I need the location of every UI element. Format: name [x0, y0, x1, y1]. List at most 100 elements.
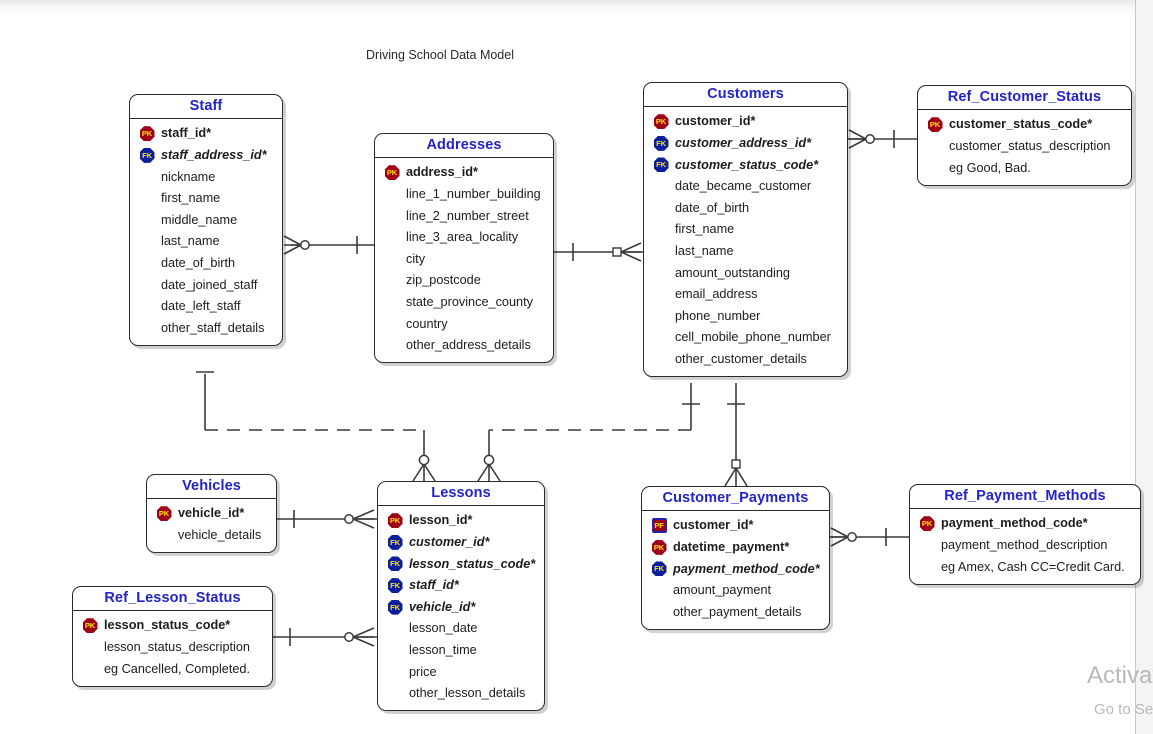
attribute-row: state_province_county — [381, 292, 547, 314]
no-key-spacer — [650, 330, 672, 346]
attribute-row: last_name — [650, 241, 841, 263]
primary-key-icon: PK — [384, 513, 406, 529]
no-key-spacer — [650, 265, 672, 281]
entity-title-ref_payment_methods: Ref_Payment_Methods — [910, 485, 1140, 509]
no-key-spacer — [650, 179, 672, 195]
no-key-spacer — [384, 686, 406, 702]
attribute-row: first_name — [136, 188, 276, 210]
no-key-spacer — [136, 234, 158, 250]
attribute-name: staff_id* — [409, 578, 459, 593]
attribute-row: line_2_number_street — [381, 205, 547, 227]
attribute-row: amount_payment — [648, 580, 823, 602]
no-key-spacer — [381, 208, 403, 224]
attribute-row: first_name — [650, 219, 841, 241]
attribute-name: staff_id* — [161, 126, 212, 141]
connector-addresses-customers — [554, 242, 643, 262]
attribute-name: first_name — [675, 222, 735, 237]
no-key-spacer — [136, 212, 158, 228]
attribute-name: other_lesson_details — [409, 686, 526, 701]
attribute-name: vehicle_details — [178, 528, 262, 543]
no-key-spacer — [79, 661, 101, 677]
primary-key-icon: PK — [648, 539, 670, 555]
attribute-name: zip_postcode — [406, 273, 481, 288]
no-key-spacer — [924, 138, 946, 154]
attribute-name: city — [406, 251, 426, 266]
attribute-row: other_staff_details — [136, 317, 276, 339]
attribute-name: customer_id* — [673, 518, 754, 533]
attribute-row: eg Good, Bad. — [924, 157, 1125, 179]
attribute-name: amount_outstanding — [675, 265, 790, 280]
primary-foreign-key-icon: PF — [648, 518, 670, 534]
attribute-name: lesson_status_description — [104, 640, 250, 655]
entity-title-vehicles: Vehicles — [147, 475, 276, 499]
no-key-spacer — [136, 277, 158, 293]
foreign-key-icon: FK — [650, 135, 672, 151]
primary-key-icon: PK — [136, 126, 158, 142]
entity-title-lessons: Lessons — [378, 482, 544, 506]
attribute-name: lesson_time — [409, 643, 477, 657]
attribute-row: last_name — [136, 231, 276, 253]
attribute-row: payment_method_description — [916, 535, 1134, 557]
no-key-spacer — [650, 222, 672, 238]
attribute-row: eg Cancelled, Completed. — [79, 658, 266, 680]
attribute-name: line_3_area_locality — [406, 230, 519, 245]
attribute-row: eg Amex, Cash CC=Credit Card. — [916, 556, 1134, 578]
entity-title-ref_customer_status: Ref_Customer_Status — [918, 86, 1131, 110]
attribute-row: customer_status_description — [924, 136, 1125, 158]
no-key-spacer — [650, 243, 672, 259]
no-key-spacer — [384, 621, 406, 637]
no-key-spacer — [384, 642, 406, 658]
foreign-key-icon: FK — [650, 157, 672, 173]
attribute-row: line_3_area_locality — [381, 227, 547, 249]
attribute-name: first_name — [161, 191, 221, 206]
foreign-key-icon: FK — [648, 561, 670, 577]
no-key-spacer — [136, 320, 158, 336]
attribute-row: city — [381, 248, 547, 270]
no-key-spacer — [650, 200, 672, 216]
no-key-spacer — [384, 664, 406, 680]
attribute-name: payment_method_description — [941, 538, 1108, 553]
attribute-name: payment_method_code* — [673, 561, 820, 576]
primary-key-icon: PK — [153, 506, 175, 522]
attribute-row: other_payment_details — [648, 601, 823, 623]
foreign-key-icon: FK — [384, 556, 406, 572]
attribute-name: last_name — [675, 244, 734, 258]
attribute-name: lesson_id* — [409, 513, 473, 528]
connector-customers-ref-customer-status — [848, 129, 917, 149]
attribute-name: other_customer_details — [675, 351, 807, 366]
attribute-name: country — [406, 316, 448, 331]
attribute-name: payment_method_code* — [941, 516, 1088, 531]
no-key-spacer — [916, 559, 938, 575]
no-key-spacer — [136, 169, 158, 185]
attribute-name: customer_status_description — [949, 139, 1111, 154]
foreign-key-icon: FK — [384, 578, 406, 594]
attribute-name: date_left_staff — [161, 299, 241, 314]
attribute-name: datetime_payment* — [673, 540, 790, 555]
connector-staff-addresses — [283, 235, 374, 255]
diagram-title: Driving School Data Model — [366, 48, 514, 62]
attribute-row: price — [384, 661, 538, 683]
no-key-spacer — [916, 537, 938, 553]
